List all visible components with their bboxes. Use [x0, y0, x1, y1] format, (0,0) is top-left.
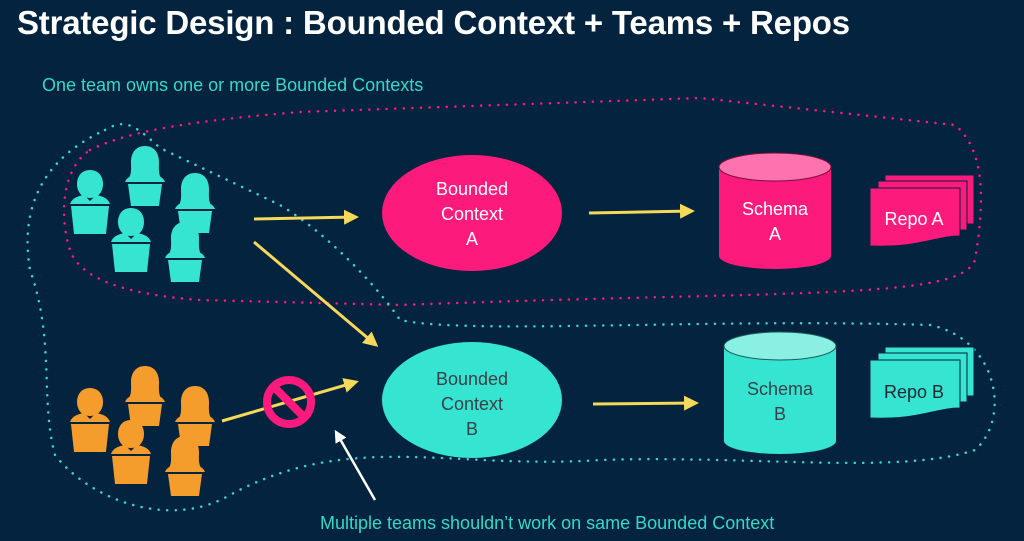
team-member-icon [70, 170, 110, 234]
team-member-icon [125, 366, 165, 426]
schema-a-line1: Schema [742, 199, 809, 219]
pointer-arrow [334, 429, 377, 501]
schema-b-line2: B [774, 404, 786, 424]
context-a-line3: A [466, 229, 478, 249]
repo-a-documents-icon: Repo A [869, 174, 975, 247]
team-a [70, 146, 215, 282]
ownership-boundary-a [62, 96, 983, 307]
arrow-context-b-to-schema-b [592, 395, 699, 411]
team-member-icon [165, 436, 205, 496]
arrow-team-a-to-context-b [253, 240, 379, 347]
repo-b-documents-icon: Repo B [869, 346, 975, 419]
subtitle: One team owns one or more Bounded Contex… [42, 75, 424, 95]
context-b-line2: Context [441, 394, 503, 414]
context-a-line1: Bounded [436, 179, 508, 199]
repo-a-label: Repo A [884, 209, 943, 229]
arrow-context-a-to-schema-a [588, 203, 695, 219]
page-title: Strategic Design : Bounded Context + Tea… [17, 4, 850, 41]
bounded-context-b: Bounded Context B [382, 342, 562, 458]
team-member-icon [70, 388, 110, 452]
team-member-icon [165, 222, 205, 282]
team-member-icon [125, 146, 165, 206]
team-member-icon [111, 208, 151, 272]
arrow-team-a-to-context-a [253, 209, 359, 225]
team-member-icon [111, 420, 151, 484]
no-entry-icon [263, 376, 315, 428]
schema-a-database-icon: Schema A [718, 152, 832, 269]
team-b [70, 366, 215, 496]
schema-a-line2: A [769, 224, 781, 244]
repo-b-label: Repo B [884, 382, 944, 402]
caption: Multiple teams shouldn’t work on same Bo… [320, 513, 775, 533]
context-a-line2: Context [441, 204, 503, 224]
bounded-context-a: Bounded Context A [382, 155, 562, 271]
schema-b-database-icon: Schema B [723, 331, 837, 454]
schema-b-line1: Schema [747, 379, 814, 399]
context-b-line3: B [466, 419, 478, 439]
context-b-line1: Bounded [436, 369, 508, 389]
